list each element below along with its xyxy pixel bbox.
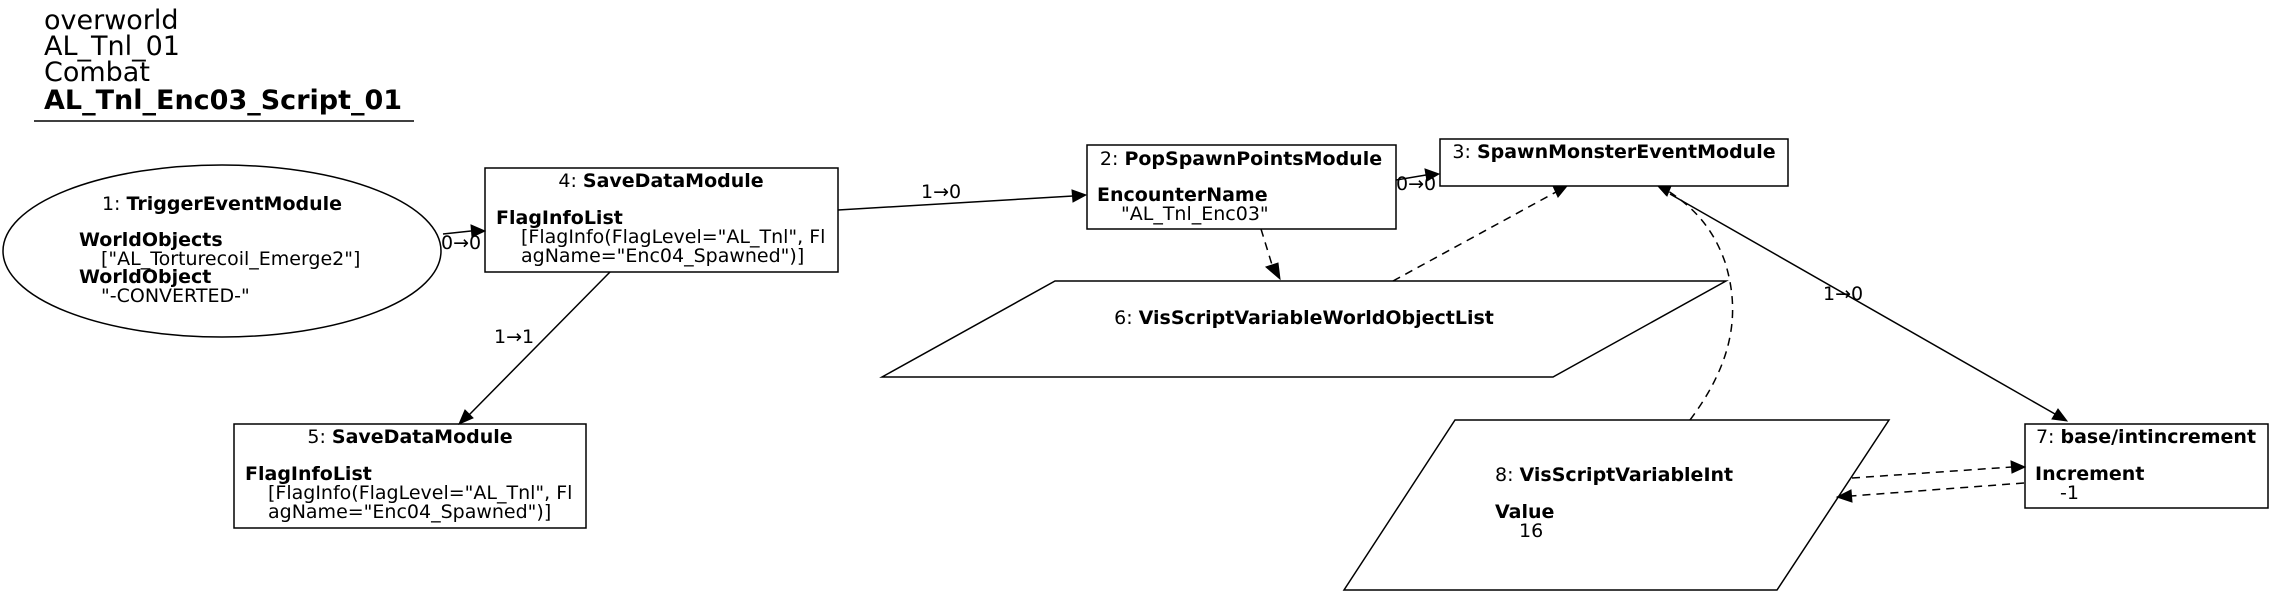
param-value-line-2: agName="Enc04_Spawned")] bbox=[521, 245, 804, 267]
node-2-pop-spawn-points-module[interactable]: 2: PopSpawnPointsModule EncounterName "A… bbox=[1086, 144, 1397, 230]
node-shape-ellipse bbox=[2, 164, 442, 338]
node-header: 7: base/intincrement bbox=[2036, 426, 2256, 448]
edge-4-to-2: 1→0 bbox=[837, 181, 1088, 211]
edge-3-to-7: 1→0 bbox=[1656, 185, 2069, 422]
edge-arrowhead bbox=[1656, 185, 1672, 197]
edge-2-to-6-dashed bbox=[1260, 228, 1281, 281]
edge-label: 1→0 bbox=[921, 181, 961, 203]
node-header: 1: TriggerEventModule bbox=[102, 193, 342, 215]
node-shape-parallelogram bbox=[879, 280, 1729, 378]
header-line-2: AL_Tnl_01 bbox=[44, 31, 180, 62]
edge-2-to-3: 0→0 bbox=[1395, 168, 1441, 195]
node-shape-parallelogram bbox=[1342, 419, 1891, 591]
node-header: 8: VisScriptVariableInt bbox=[1495, 464, 1733, 486]
edge-arrowhead bbox=[1424, 168, 1441, 182]
param-name: WorldObjects bbox=[79, 229, 223, 251]
edge-label: 0→0 bbox=[1396, 173, 1436, 195]
edge-line bbox=[1850, 482, 2025, 497]
node-1-trigger-event-module[interactable]: 1: TriggerEventModule WorldObjects ["AL_… bbox=[2, 164, 442, 338]
edge-arrowhead bbox=[2010, 460, 2027, 474]
edge-8-to-7-dashed bbox=[1851, 460, 2027, 479]
node-header: 5: SaveDataModule bbox=[307, 426, 512, 448]
edge-arrowhead bbox=[1552, 185, 1569, 198]
edge-4-to-5: 1→1 bbox=[458, 271, 611, 425]
node-shape-rect bbox=[484, 167, 839, 273]
edge-6-to-3-dashed bbox=[1392, 185, 1569, 282]
param-value: 16 bbox=[1519, 520, 1543, 542]
diagram-title: AL_Tnl_Enc03_Script_01 bbox=[44, 85, 402, 116]
edge-line bbox=[1260, 228, 1274, 269]
node-header: 4: SaveDataModule bbox=[558, 170, 763, 192]
param-value: "-CONVERTED-" bbox=[101, 285, 250, 307]
param-name: FlagInfoList bbox=[496, 207, 623, 229]
edge-line bbox=[1851, 466, 2013, 479]
param-name: Increment bbox=[2035, 463, 2144, 485]
node-shape-rect bbox=[1439, 138, 1789, 187]
param-value-line-2: agName="Enc04_Spawned")] bbox=[268, 501, 551, 523]
node-7-base-intincrement[interactable]: 7: base/intincrement Increment -1 bbox=[2024, 423, 2269, 509]
param-value-line-1: [FlagInfo(FlagLevel="AL_Tnl", Fl bbox=[268, 482, 572, 504]
param-value: -1 bbox=[2060, 482, 2079, 504]
edge-1-to-4: 0→0 bbox=[441, 224, 487, 254]
param-name: Value bbox=[1495, 501, 1554, 523]
node-6-vis-script-variable-world-object-list[interactable]: 6: VisScriptVariableWorldObjectList bbox=[879, 280, 1729, 378]
node-3-spawn-monster-event-module[interactable]: 3: SpawnMonsterEventModule bbox=[1439, 138, 1789, 187]
node-shape-rect bbox=[2024, 423, 2269, 509]
edge-arrowhead bbox=[1835, 489, 1853, 503]
edge-line bbox=[1392, 191, 1557, 282]
edge-line bbox=[1395, 174, 1427, 181]
edge-arrowhead bbox=[458, 409, 474, 425]
param-value-line-1: [FlagInfo(FlagLevel="AL_Tnl", Fl bbox=[521, 226, 825, 248]
node-4-save-data-module[interactable]: 4: SaveDataModule FlagInfoList [FlagInfo… bbox=[484, 167, 839, 273]
edge-line bbox=[837, 195, 1074, 211]
edge-line bbox=[468, 271, 611, 416]
edge-arrowhead bbox=[1071, 189, 1088, 203]
edge-7-to-8-dashed bbox=[1835, 482, 2025, 503]
edge-8-to-3-dashed bbox=[1656, 185, 1734, 421]
node-5-save-data-module[interactable]: 5: SaveDataModule FlagInfoList [FlagInfo… bbox=[233, 423, 587, 529]
param-value: ["AL_Torturecoil_Emerge2"] bbox=[101, 248, 360, 270]
edge-arrowhead-end bbox=[2051, 408, 2069, 422]
edge-label: 1→0 bbox=[1823, 283, 1863, 305]
node-shape-rect bbox=[1086, 144, 1397, 230]
edge-label: 0→0 bbox=[441, 232, 481, 254]
diagram-header: overworld AL_Tnl_01 Combat AL_Tnl_Enc03_… bbox=[34, 5, 414, 122]
edge-line bbox=[1667, 190, 1734, 421]
edge-line bbox=[442, 230, 472, 235]
node-header: 2: PopSpawnPointsModule bbox=[1100, 148, 1382, 170]
param-name: WorldObject bbox=[79, 266, 211, 288]
node-header: 3: SpawnMonsterEventModule bbox=[1452, 141, 1775, 163]
param-value: "AL_Tnl_Enc03" bbox=[1121, 203, 1269, 225]
edge-label: 1→1 bbox=[494, 326, 534, 348]
edge-arrowhead bbox=[1265, 262, 1281, 281]
header-line-3: Combat bbox=[44, 57, 150, 88]
node-header: 6: VisScriptVariableWorldObjectList bbox=[1114, 307, 1494, 329]
node-shape-rect bbox=[233, 423, 587, 529]
edge-arrowhead bbox=[470, 224, 487, 238]
param-name: EncounterName bbox=[1097, 184, 1268, 206]
header-line-1: overworld bbox=[44, 5, 179, 36]
param-name: FlagInfoList bbox=[245, 463, 372, 485]
node-8-vis-script-variable-int[interactable]: 8: VisScriptVariableInt Value 16 bbox=[1342, 419, 1891, 591]
edge-line bbox=[1669, 193, 2056, 415]
